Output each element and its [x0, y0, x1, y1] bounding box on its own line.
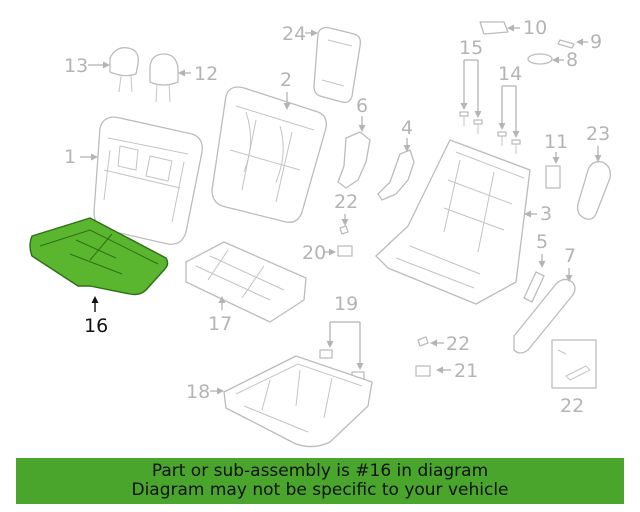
svg-text:22: 22 — [446, 333, 470, 355]
seat-back-1 — [93, 116, 203, 245]
callout-20: 20 — [302, 242, 336, 264]
callout-9: 9 — [576, 31, 602, 53]
callout-4: 4 — [401, 117, 413, 152]
parts-diagram: 13 12 1 2 24 10 — [29, 17, 611, 448]
bolts-14 — [497, 85, 521, 154]
cushion-pan-17 — [185, 241, 307, 323]
side-cover-24 — [576, 161, 611, 220]
svg-text:17: 17 — [208, 313, 232, 335]
svg-text:20: 20 — [302, 242, 326, 264]
kit-23 — [551, 339, 597, 389]
callout-7: 7 — [564, 245, 576, 282]
svg-text:6: 6 — [356, 95, 368, 117]
callout-24: 23 — [586, 123, 610, 162]
callout-12: 12 — [178, 63, 218, 85]
callout-11: 11 — [544, 131, 568, 164]
svg-text:9: 9 — [590, 31, 602, 53]
svg-text:10: 10 — [523, 17, 547, 39]
part-9 — [557, 39, 575, 49]
banner-line-1: Part or sub-assembly is #16 in diagram — [151, 461, 489, 481]
callout-25: 24 — [282, 23, 318, 45]
svg-text:19: 19 — [334, 293, 358, 315]
callout-1: 1 — [64, 146, 98, 168]
svg-text:13: 13 — [64, 55, 88, 77]
bracket-6 — [337, 131, 371, 189]
svg-text:15: 15 — [459, 37, 483, 59]
svg-text:8: 8 — [566, 49, 578, 71]
callout-6: 6 — [356, 95, 368, 132]
callout-8: 8 — [552, 49, 578, 71]
part-11 — [545, 165, 561, 189]
clip-22-upper — [339, 225, 349, 235]
svg-text:22: 22 — [560, 395, 584, 417]
clip-5 — [523, 271, 545, 303]
svg-text:3: 3 — [540, 203, 552, 225]
callout-18: 18 — [186, 381, 224, 403]
info-banner: Part or sub-assembly is #16 in diagram D… — [16, 458, 624, 504]
svg-text:21: 21 — [454, 360, 478, 382]
callout-3: 3 — [524, 203, 552, 225]
svg-text:11: 11 — [544, 131, 568, 153]
svg-text:4: 4 — [401, 117, 413, 139]
callout-17: 17 — [208, 296, 232, 335]
callout-22-lower: 22 — [430, 333, 470, 355]
base-frame-18 — [223, 355, 373, 448]
callout-22-upper: 22 — [334, 191, 358, 226]
svg-text:22: 22 — [334, 191, 358, 213]
bolts-15 — [459, 59, 483, 134]
clip-20 — [337, 245, 353, 257]
callout-15: 15 — [459, 37, 483, 59]
callout-10: 10 — [507, 17, 547, 39]
part-8 — [527, 53, 553, 65]
svg-text:16: 16 — [84, 315, 108, 337]
side-trim-7 — [513, 278, 576, 354]
callout-21: 21 — [436, 360, 478, 382]
callout-13: 13 — [64, 55, 110, 77]
svg-text:1: 1 — [64, 146, 76, 168]
seat-back-frame-2 — [211, 86, 327, 223]
back-panel-25 — [313, 26, 362, 104]
clip-21 — [415, 365, 431, 377]
callout-23: 22 — [560, 395, 584, 417]
callout-16: 16 — [84, 296, 108, 337]
svg-text:5: 5 — [536, 231, 548, 253]
svg-text:23: 23 — [586, 123, 610, 145]
svg-text:2: 2 — [280, 69, 292, 91]
svg-text:18: 18 — [186, 381, 210, 403]
callout-2: 2 — [280, 69, 292, 110]
callout-19: 19 — [334, 293, 358, 315]
part-10 — [479, 21, 509, 35]
svg-text:12: 12 — [194, 63, 218, 85]
headrest-13 — [109, 47, 139, 93]
headrest-12 — [149, 53, 179, 103]
svg-text:14: 14 — [498, 63, 522, 85]
callout-5: 5 — [536, 231, 548, 268]
clip-22-lower — [417, 336, 429, 347]
seat-cushion-16 — [29, 217, 169, 296]
banner-line-2: Diagram may not be specific to your vehi… — [131, 480, 509, 500]
bracket-4 — [377, 149, 415, 201]
seat-frame-3 — [375, 139, 531, 305]
callout-14: 14 — [498, 63, 522, 85]
svg-text:24: 24 — [282, 23, 306, 45]
svg-text:7: 7 — [564, 245, 576, 267]
